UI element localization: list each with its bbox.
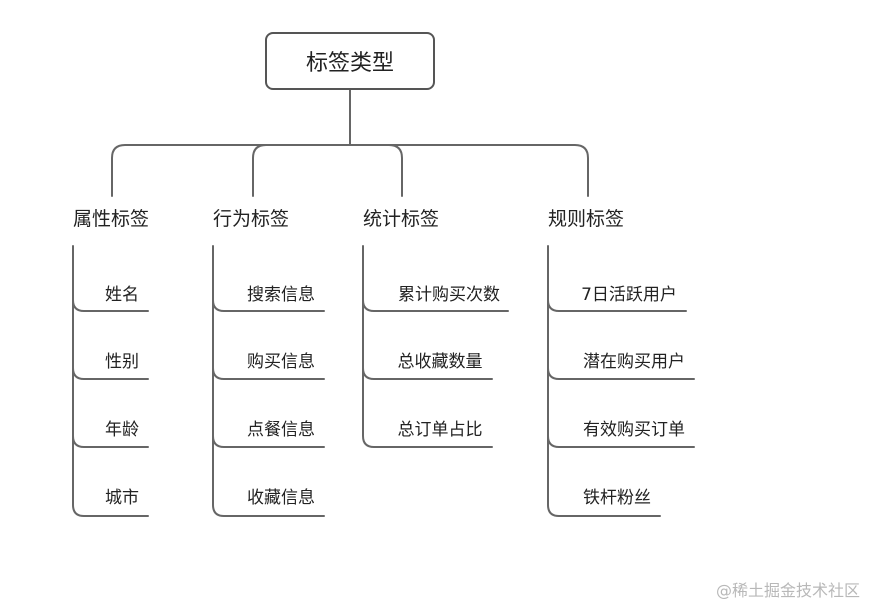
- leaf-item: 总收藏数量: [397, 352, 483, 372]
- branch-stub-2: [252, 144, 267, 197]
- bracket-4: [547, 245, 661, 517]
- category-label: 行为标签: [213, 208, 290, 230]
- leaf-item: 潜在购买用户: [583, 352, 685, 372]
- leaf-item: 收藏信息: [247, 488, 315, 508]
- leaf-item: 点餐信息: [247, 420, 315, 440]
- leaf-item: 7日活跃用户: [581, 285, 677, 305]
- leaf-item: 性别: [105, 352, 139, 372]
- bracket-3: [362, 245, 493, 448]
- leaf-item: 购买信息: [247, 352, 315, 372]
- category-label: 规则标签: [548, 208, 625, 230]
- watermark: @稀土掘金技术社区: [715, 581, 860, 600]
- leaf-item: 年龄: [105, 420, 139, 440]
- branch-bar: [111, 144, 589, 197]
- branch-stub-3: [388, 144, 403, 197]
- leaf-item: 城市: [105, 488, 139, 508]
- category-label: 属性标签: [73, 208, 150, 230]
- leaf-item: 铁杆粉丝: [583, 488, 651, 508]
- leaf-item: 总订单占比: [397, 420, 483, 440]
- leaf-item: 累计购买次数: [398, 285, 500, 305]
- root-label: 标签类型: [305, 51, 394, 76]
- leaf-item: 姓名: [105, 285, 139, 305]
- leaf-item: 有效购买订单: [583, 420, 685, 440]
- leaf-item: 搜索信息: [247, 285, 315, 305]
- category-label: 统计标签: [363, 208, 440, 230]
- bracket-2: [212, 245, 325, 517]
- bracket-1: [72, 245, 149, 517]
- root-node: 标签类型: [265, 32, 435, 90]
